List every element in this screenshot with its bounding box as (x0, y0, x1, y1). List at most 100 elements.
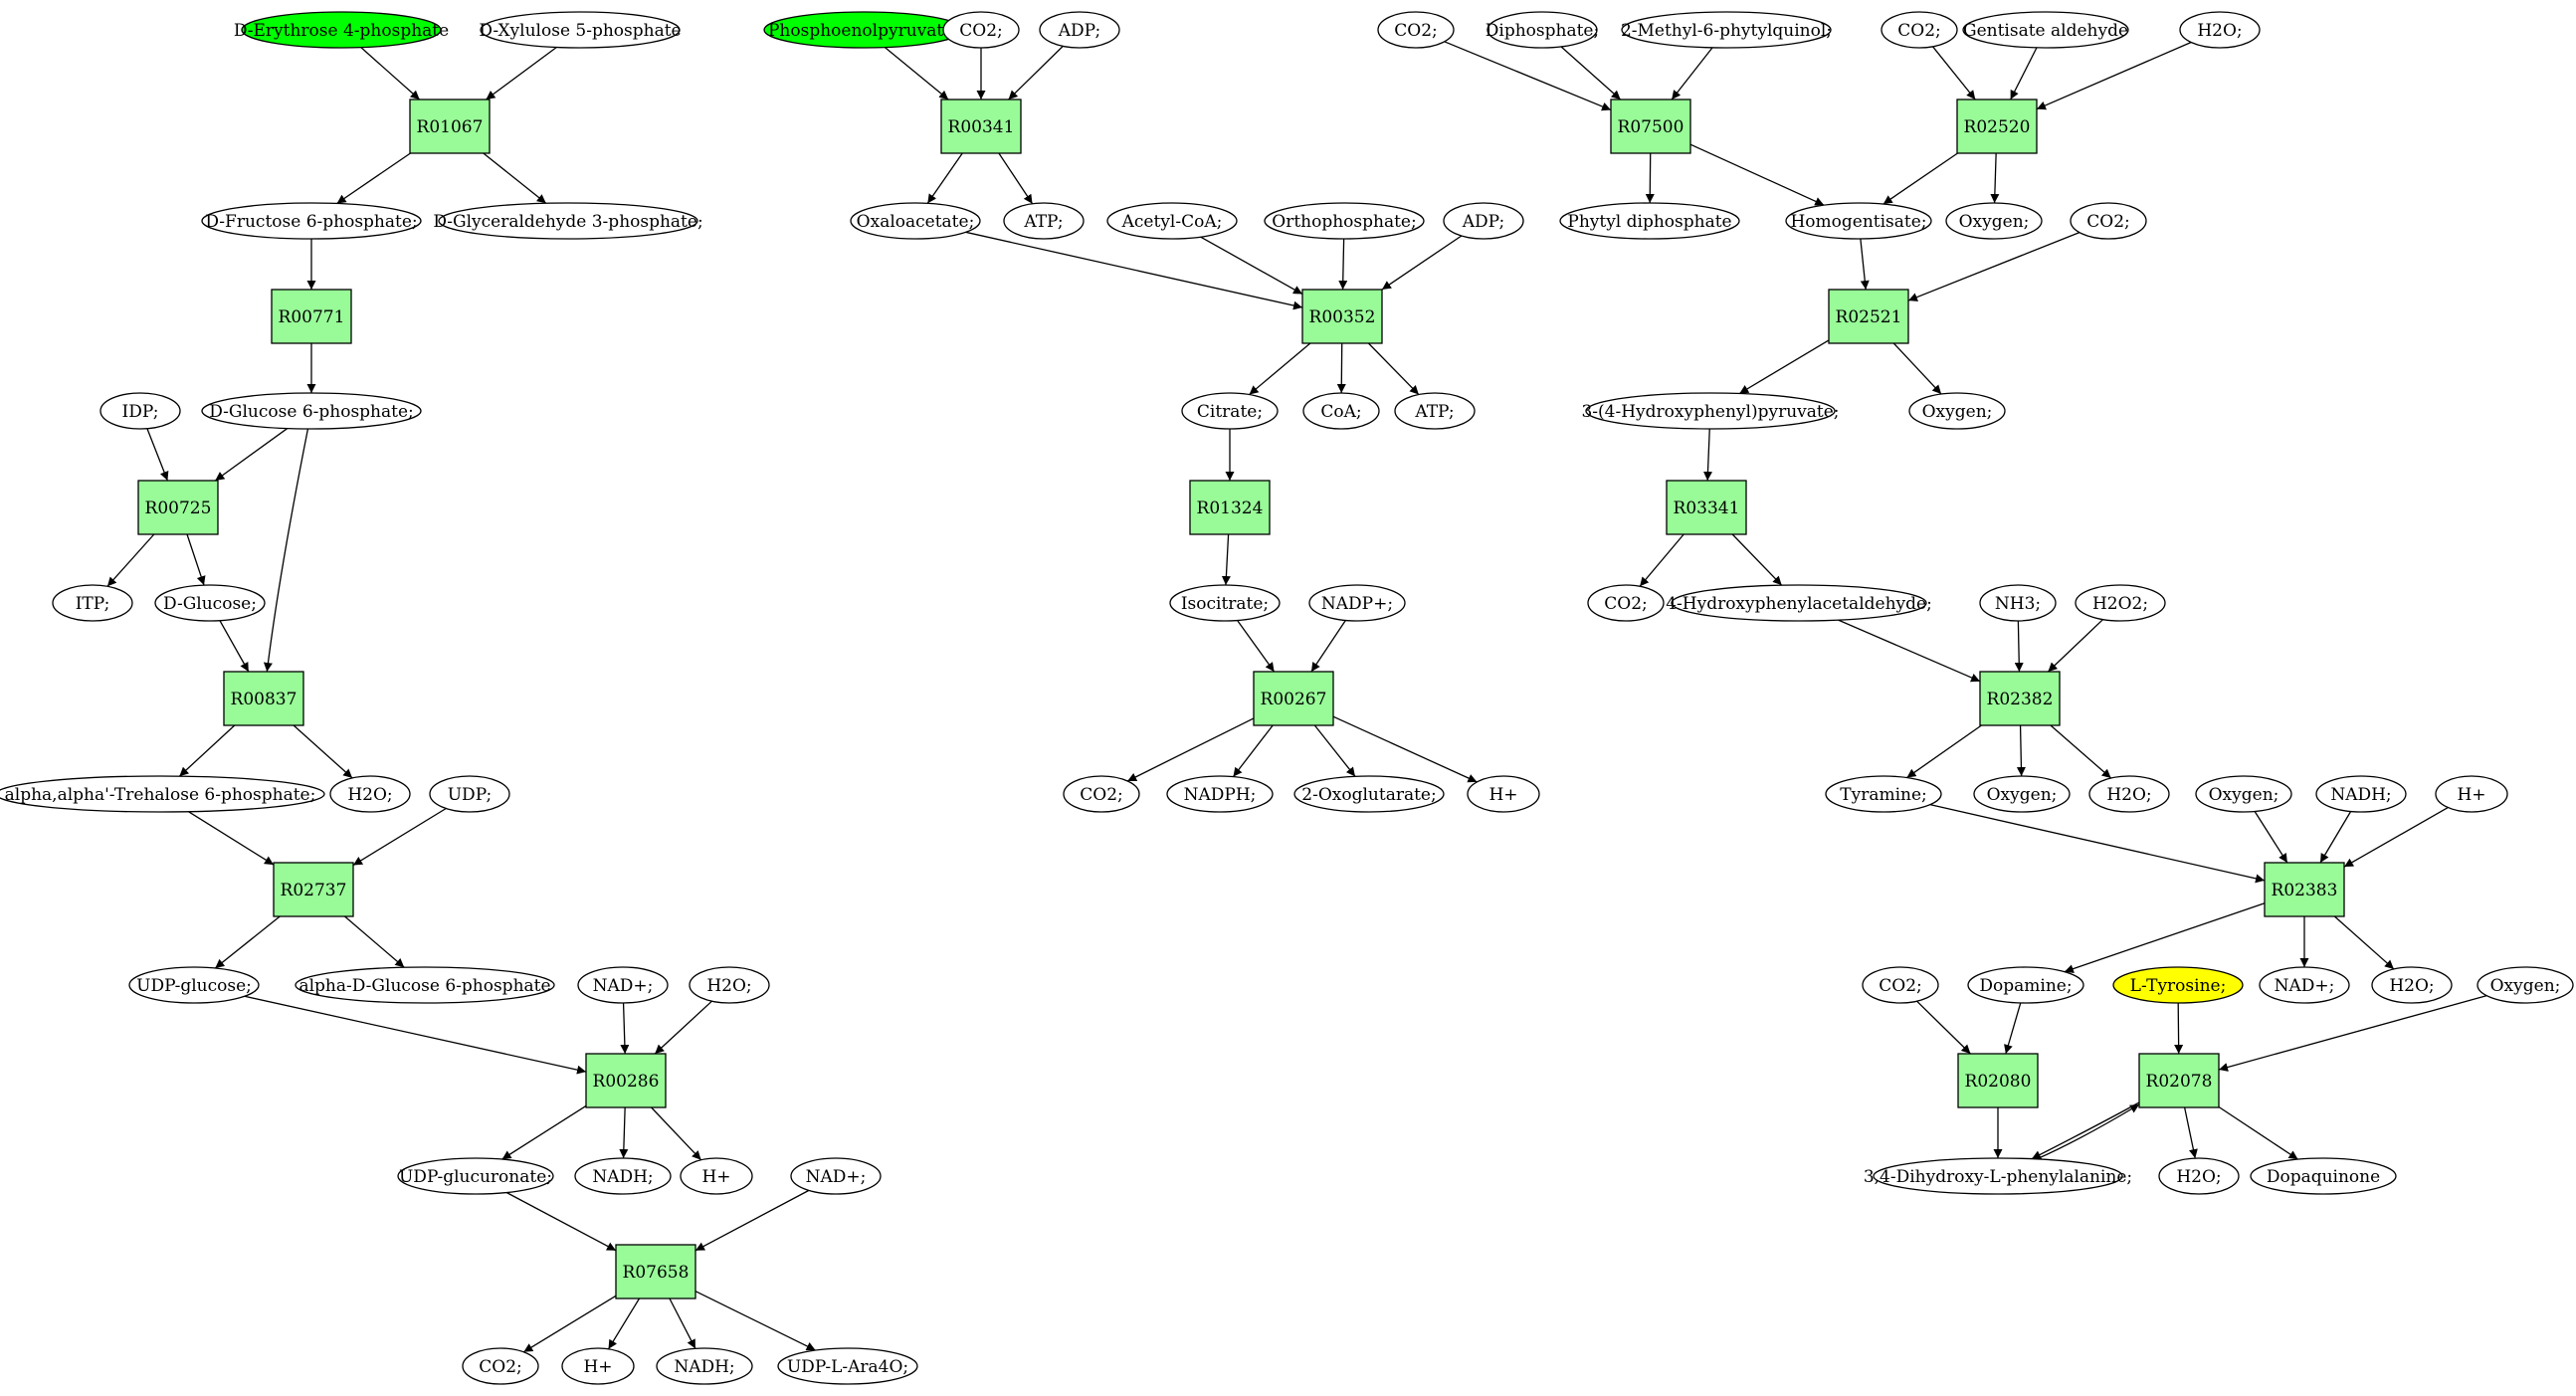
metabolite-ellipse (1945, 202, 2043, 240)
reaction-node-r13[interactable]: R02520 (1956, 99, 2038, 154)
metabolite-node-m20[interactable]: CO2; (462, 1347, 539, 1385)
metabolite-node-m48[interactable]: Homogentisate; (1785, 202, 1932, 240)
reaction-node-r14[interactable]: R02521 (1828, 289, 1909, 344)
reaction-node-r3[interactable]: R00725 (137, 480, 219, 535)
reaction-node-r4[interactable]: R00837 (223, 671, 304, 726)
metabolite-node-m2[interactable]: D-Xylulose 5-phosphate (479, 11, 682, 49)
reaction-node-r12[interactable]: R07500 (1610, 99, 1691, 154)
node-label: Citrate; (1197, 402, 1263, 422)
metabolite-node-m36[interactable]: NADP+; (1308, 584, 1406, 622)
metabolite-node-m21[interactable]: H+ (561, 1347, 635, 1385)
metabolite-ellipse (1106, 202, 1238, 240)
metabolite-node-m63[interactable]: CO2; (1862, 966, 1939, 1004)
metabolite-node-m4[interactable]: D-Glyceraldehyde 3-phosphate; (433, 202, 703, 240)
metabolite-node-m28[interactable]: ATP; (1003, 202, 1085, 240)
metabolite-node-m19[interactable]: NAD+; (790, 1157, 882, 1195)
metabolite-node-m50[interactable]: CO2; (2070, 202, 2147, 240)
metabolite-node-m57[interactable]: Tyramine; (1825, 775, 1942, 813)
metabolite-node-m46[interactable]: H2O; (2179, 11, 2261, 49)
metabolite-node-m29[interactable]: Acetyl-CoA; (1106, 202, 1238, 240)
metabolite-node-m9[interactable]: alpha,alpha'-Trehalose 6-phosphate; (0, 775, 325, 813)
node-label: NADP+; (1321, 594, 1393, 614)
reaction-node-r19[interactable]: R02078 (2138, 1053, 2220, 1108)
reaction-node-r16[interactable]: R02382 (1979, 671, 2061, 726)
metabolite-ellipse (2088, 775, 2170, 813)
metabolite-node-m27[interactable]: Oxaloacetate; (850, 202, 981, 240)
metabolite-node-m37[interactable]: CO2; (1063, 775, 1140, 813)
metabolite-node-m56[interactable]: H2O2; (2075, 584, 2166, 622)
metabolite-node-m7[interactable]: ITP; (52, 584, 133, 622)
metabolite-node-m53[interactable]: CO2; (1587, 584, 1665, 622)
metabolite-node-m40[interactable]: H+ (1467, 775, 1540, 813)
metabolite-node-m13[interactable]: alpha-D-Glucose 6-phosphate (295, 966, 555, 1004)
metabolite-node-m69[interactable]: 3,4-Dihydroxy-L-phenylalanine; (1864, 1157, 2132, 1195)
metabolite-node-m59[interactable]: H2O; (2088, 775, 2170, 813)
metabolite-node-m42[interactable]: Diphosphate; (1486, 11, 1599, 49)
metabolite-node-m11[interactable]: UDP; (429, 775, 510, 813)
metabolite-node-m26[interactable]: ADP; (1039, 11, 1120, 49)
metabolite-node-m25[interactable]: CO2; (942, 11, 1020, 49)
reaction-node-r9[interactable]: R00352 (1301, 289, 1383, 344)
metabolite-node-m5[interactable]: IDP; (99, 392, 181, 430)
metabolite-node-m67[interactable]: H2O; (2371, 966, 2453, 1004)
metabolite-node-m64[interactable]: Dopamine; (1967, 966, 2084, 1004)
metabolite-node-m22[interactable]: NADH; (656, 1347, 753, 1385)
metabolite-node-m14[interactable]: NAD+; (577, 966, 669, 1004)
metabolite-node-m60[interactable]: Oxygen; (2195, 775, 2292, 813)
metabolite-node-m51[interactable]: 3-(4-Hydroxyphenyl)pyruvate; (1581, 392, 1840, 430)
metabolite-node-m24[interactable]: Phosphoenolpyruvate; (763, 11, 964, 49)
metabolite-node-m30[interactable]: Orthophosphate; (1264, 202, 1425, 240)
metabolite-node-m39[interactable]: 2-Oxoglutarate; (1293, 775, 1445, 813)
metabolite-node-m66[interactable]: NAD+; (2259, 966, 2350, 1004)
metabolite-node-m43[interactable]: 2-Methyl-6-phytylquinol; (1621, 11, 1832, 49)
metabolite-node-m6[interactable]: D-Glucose 6-phosphate; (201, 392, 422, 430)
reaction-node-r5[interactable]: R02737 (273, 862, 354, 917)
metabolite-node-m52[interactable]: Oxygen; (1908, 392, 2006, 430)
reaction-node-r2[interactable]: R00771 (271, 289, 352, 344)
metabolite-node-m65[interactable]: L-Tyrosine; (2112, 966, 2244, 1004)
reaction-node-r6[interactable]: R00286 (585, 1053, 667, 1108)
reaction-node-r11[interactable]: R00267 (1253, 671, 1334, 726)
reaction-node-r10[interactable]: R01324 (1189, 480, 1271, 535)
metabolite-ellipse (329, 775, 411, 813)
reaction-box (223, 671, 304, 726)
metabolite-node-m58[interactable]: Oxygen; (1973, 775, 2071, 813)
reaction-node-r1[interactable]: R01067 (409, 99, 491, 154)
metabolite-node-m34[interactable]: ATP; (1394, 392, 1476, 430)
reaction-node-r8[interactable]: R00341 (940, 99, 1022, 154)
metabolite-ellipse (1881, 11, 1958, 49)
reaction-node-r7[interactable]: R07658 (615, 1244, 696, 1299)
metabolite-node-m62[interactable]: H+ (2435, 775, 2508, 813)
metabolite-node-m3[interactable]: D-Fructose 6-phosphate; (201, 202, 422, 240)
reaction-node-r15[interactable]: R03341 (1666, 480, 1747, 535)
metabolite-node-m31[interactable]: ADP; (1443, 202, 1524, 240)
metabolite-node-m23[interactable]: UDP-L-Ara4O; (777, 1347, 918, 1385)
metabolite-node-m49[interactable]: Oxygen; (1945, 202, 2043, 240)
metabolite-node-m38[interactable]: NADPH; (1166, 775, 1274, 813)
metabolite-node-m45[interactable]: Gentisate aldehyde (1962, 11, 2129, 49)
metabolite-node-m44[interactable]: CO2; (1881, 11, 1958, 49)
metabolite-node-m33[interactable]: CoA; (1302, 392, 1380, 430)
metabolite-node-m41[interactable]: CO2; (1377, 11, 1455, 49)
metabolite-node-m70[interactable]: H2O; (2158, 1157, 2240, 1195)
metabolite-node-m18[interactable]: H+ (680, 1157, 753, 1195)
metabolite-node-m10[interactable]: H2O; (329, 775, 411, 813)
metabolite-node-m35[interactable]: Isocitrate; (1169, 584, 1281, 622)
metabolite-node-m12[interactable]: UDP-glucose; (128, 966, 260, 1004)
metabolite-node-m61[interactable]: NADH; (2315, 775, 2407, 813)
node-label: NAD+; (806, 1167, 867, 1187)
metabolite-node-m68[interactable]: Oxygen; (2477, 966, 2574, 1004)
metabolite-node-m47[interactable]: Phytyl diphosphate (1559, 202, 1740, 240)
metabolite-node-m16[interactable]: UDP-glucuronate; (397, 1157, 554, 1195)
metabolite-node-m32[interactable]: Citrate; (1181, 392, 1279, 430)
metabolite-node-m1[interactable]: D-Erythrose 4-phosphate (234, 11, 449, 49)
metabolite-node-m8[interactable]: D-Glucose; (154, 584, 266, 622)
reaction-node-r17[interactable]: R02383 (2264, 862, 2345, 917)
metabolite-node-m54[interactable]: 4-Hydroxyphenylacetaldehyde; (1666, 584, 1932, 622)
metabolite-node-m15[interactable]: H2O; (689, 966, 770, 1004)
edge-r1-m3 (336, 152, 411, 205)
metabolite-node-m17[interactable]: NADH; (574, 1157, 672, 1195)
reaction-node-r18[interactable]: R02080 (1957, 1053, 2039, 1108)
metabolite-node-m71[interactable]: Dopaquinone (2250, 1157, 2397, 1195)
metabolite-node-m55[interactable]: NH3; (1979, 584, 2057, 622)
